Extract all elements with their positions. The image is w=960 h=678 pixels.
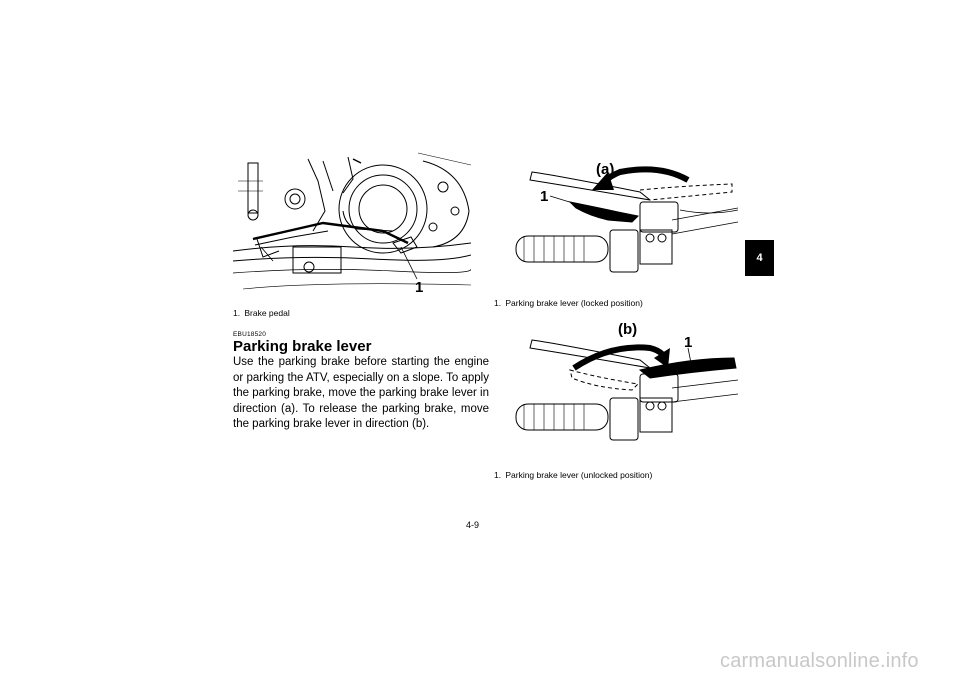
figure-caption-unlocked: 1. Parking brake lever (unlocked positio… [494, 470, 653, 480]
watermark-footer: carmanualsonline.info [720, 650, 919, 672]
callout-number-b: 1 [684, 334, 693, 351]
brake-pedal-illustration: 1 [233, 151, 471, 294]
direction-label-a: (a) [596, 161, 615, 178]
section-heading: Parking brake lever [233, 338, 372, 355]
chapter-tab: 4 [745, 240, 774, 276]
callout-number-a: 1 [540, 188, 549, 205]
body-paragraph: Use the parking brake before starting th… [233, 356, 489, 431]
page-number: 4-9 [466, 520, 480, 530]
figure-caption-locked: 1. Parking brake lever (locked position) [494, 298, 643, 308]
figure-caption-brake-pedal: 1. Brake pedal [233, 308, 290, 318]
section-code: EBU18520 [233, 331, 267, 338]
callout-number: 1 [415, 279, 424, 294]
direction-label-b: (b) [618, 321, 638, 338]
lever-locked-illustration: (a) 1 [500, 150, 738, 278]
lever-unlocked-illustration: (b) 1 [500, 318, 738, 446]
